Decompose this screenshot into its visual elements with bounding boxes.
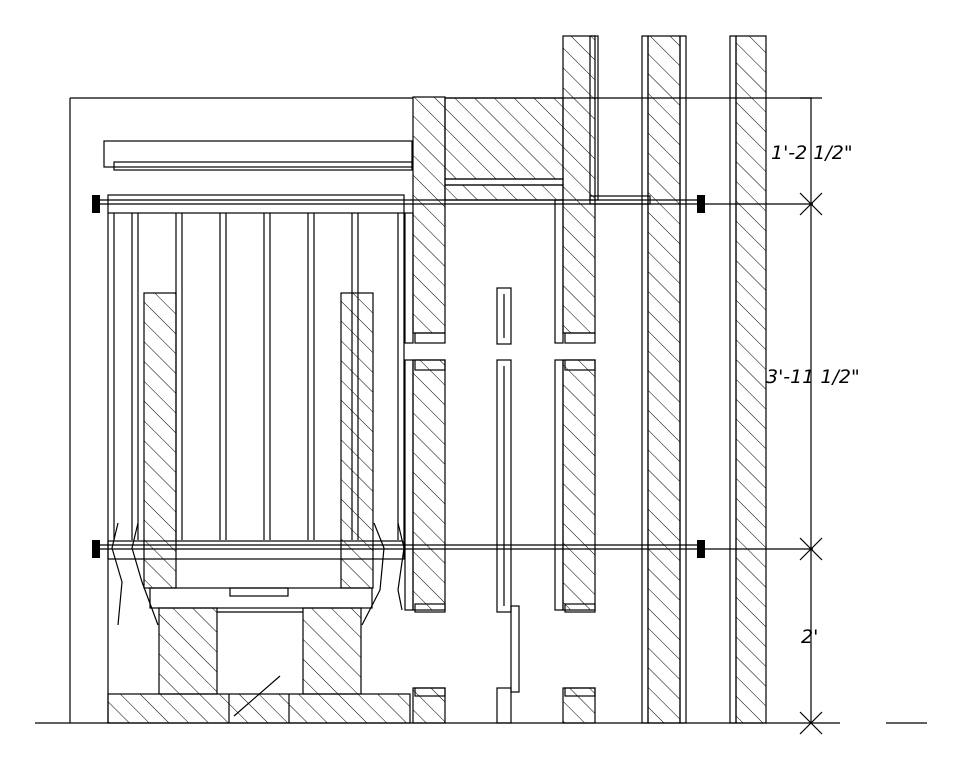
wall-columns	[641, 35, 767, 724]
dimension-label-top: 1'-2 1/2"	[771, 142, 853, 164]
side-brackets	[111, 522, 405, 626]
dimension-line	[799, 97, 823, 735]
cabinet-posts	[143, 292, 374, 589]
right-column-segments	[554, 35, 651, 724]
reference-lines	[92, 199, 813, 550]
end-markers	[92, 195, 705, 558]
dimension-label-middle: 3'-11 1/2"	[766, 366, 860, 388]
door-stiles	[404, 96, 446, 724]
door-slots	[496, 287, 520, 724]
top-beam	[103, 97, 564, 201]
dimension-label-bottom: 2'	[801, 626, 818, 648]
